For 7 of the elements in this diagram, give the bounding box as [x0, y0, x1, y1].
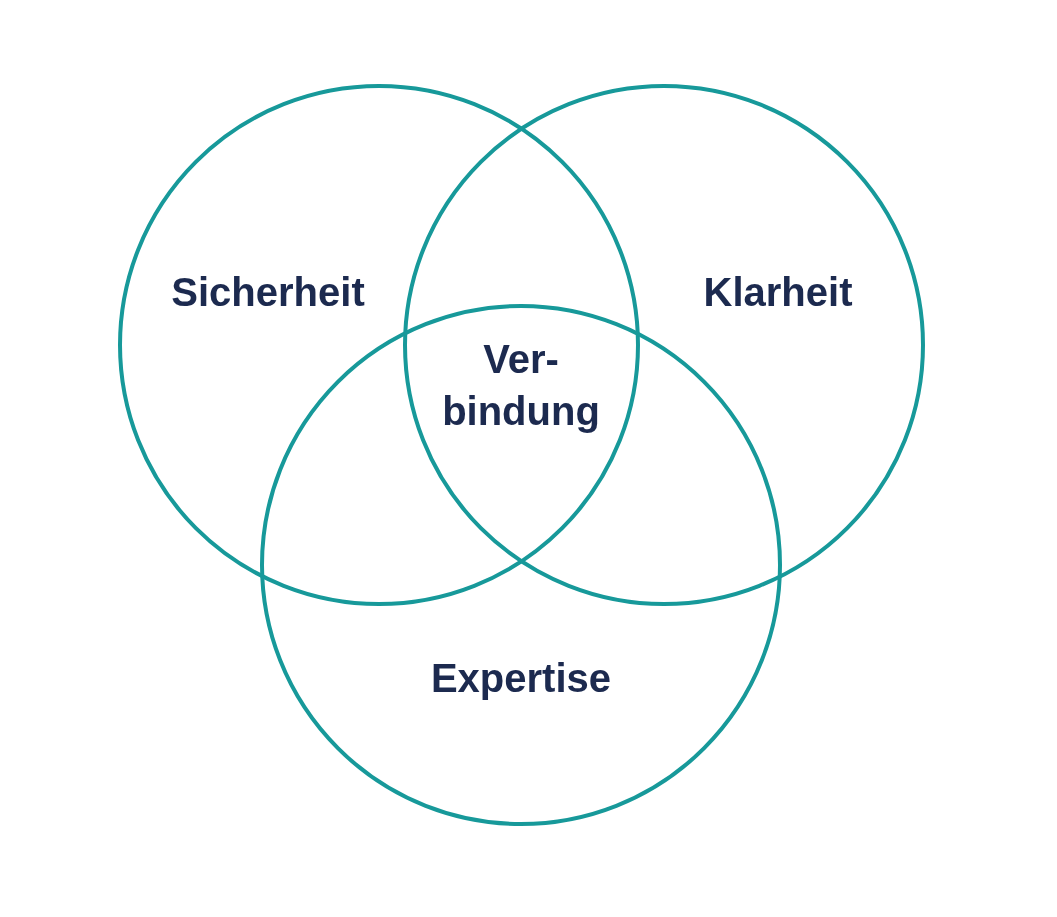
venn-circle — [260, 304, 782, 826]
venn-circle — [118, 84, 640, 606]
circle-label: Klarheit — [703, 270, 853, 314]
circle-label: Expertise — [430, 656, 612, 700]
circle-label: Sicherheit — [171, 270, 365, 314]
overlap-label: Ver- bindung — [441, 336, 601, 435]
venn-circle — [403, 84, 925, 606]
